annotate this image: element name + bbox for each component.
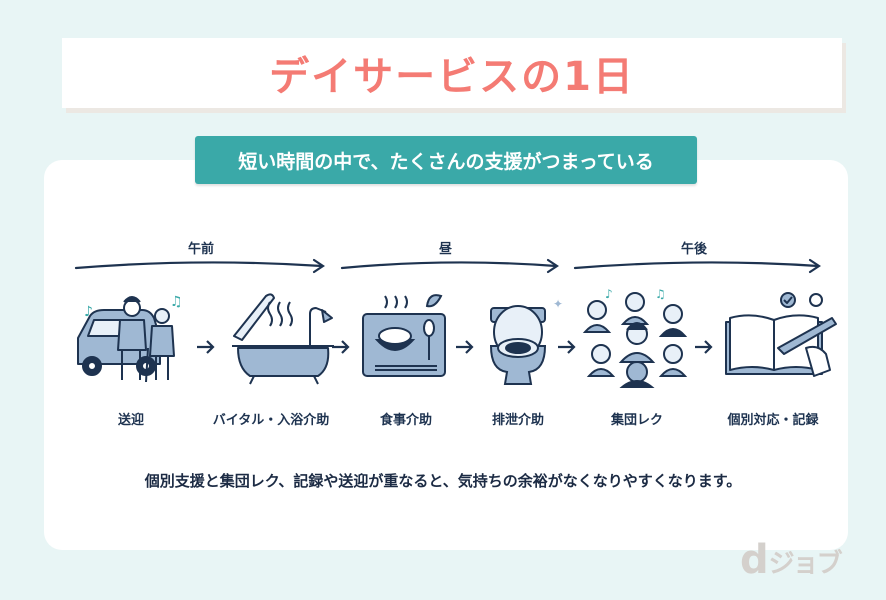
- svg-text:♪: ♪: [605, 288, 613, 301]
- step-label-vital-bath: バイタル・入浴介助: [212, 413, 330, 428]
- arrow-right-icon: [558, 340, 576, 354]
- notebook-writing-icon: [725, 292, 837, 377]
- svg-text:♫: ♫: [170, 294, 183, 310]
- car-pickup-icon: ♪♫: [77, 294, 183, 383]
- svg-text:♪: ♪: [84, 304, 93, 320]
- caption-text: 個別支援と集団レク、記録や送迎が重なると、気持ちの余裕がなくなりやすくなります。: [144, 472, 742, 490]
- phase-noon: 昼: [439, 242, 453, 257]
- phase-afternoon: 午後: [681, 242, 708, 257]
- logo-mark: d: [740, 537, 769, 583]
- svg-text:✦: ✦: [553, 297, 563, 311]
- group-recreation-icon: ♪♫: [582, 288, 688, 388]
- step-label-toilet: 排泄介助: [491, 413, 544, 428]
- step-label-pickup: 送迎: [117, 413, 144, 428]
- subtitle-banner: 短い時間の中で、たくさんの支援がつまっている: [195, 136, 697, 184]
- step-label-meal: 食事介助: [379, 413, 432, 428]
- arrow-right-icon: [456, 340, 474, 354]
- logo-text: ジョブ: [768, 549, 843, 579]
- arrow-right-icon: [332, 340, 350, 354]
- meal-tray-icon: [362, 294, 446, 377]
- toilet-icon: ✦: [489, 297, 563, 385]
- arrow-right-icon: [197, 340, 215, 354]
- svg-text:♫: ♫: [655, 288, 666, 301]
- step-label-recreation: 集団レク: [610, 413, 663, 428]
- djob-logo: d ジョブ: [740, 537, 843, 583]
- title-banner: デイサービスの1日: [62, 38, 842, 108]
- step-label-individual-record: 個別対応・記録: [727, 413, 819, 428]
- thermometer-bath-icon: [232, 293, 334, 385]
- phase-morning: 午前: [188, 242, 215, 257]
- page-title: デイサービスの1日: [269, 54, 635, 100]
- arrow-right-icon: [695, 340, 713, 354]
